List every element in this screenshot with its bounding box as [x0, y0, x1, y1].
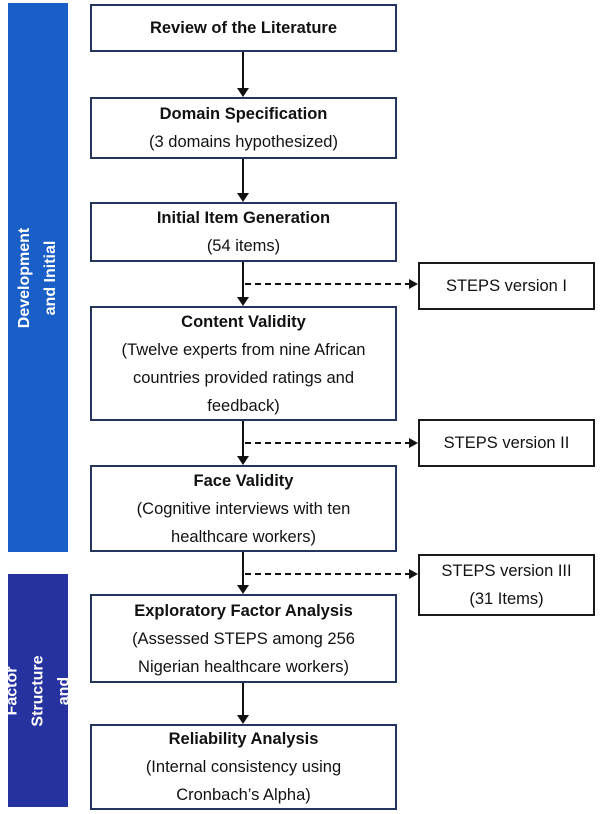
flow-box-content-validity: Content Validity (Twelve experts from ni…: [90, 306, 397, 421]
arrow-shaft: [242, 683, 244, 717]
flow-box-subtitle: (54 items): [206, 237, 281, 255]
arrowhead-right-icon: [409, 569, 418, 579]
flow-box-review-of-literature: Review of the Literature: [90, 4, 397, 52]
dashed-arrow-to-version-1: [245, 279, 418, 289]
flow-box-title: Face Validity: [193, 471, 294, 490]
dashed-arrow-to-version-2: [245, 438, 418, 448]
flow-box-exploratory-factor-analysis: Exploratory Factor Analysis (Assessed ST…: [90, 594, 397, 683]
flow-box-title: Domain Specification: [159, 105, 328, 123]
dashed-arrow-shaft: [245, 442, 411, 444]
flow-box-domain-specification: Domain Specification (3 domains hypothes…: [90, 97, 397, 159]
flow-box-title: Exploratory Factor Analysis: [134, 601, 353, 620]
flow-box-subtitle: (Cognitive interviews with ten healthcar…: [136, 499, 351, 546]
side-box-steps-version-2: STEPS version II: [418, 419, 595, 467]
flow-box-title: Reliability Analysis: [168, 730, 319, 748]
arrow-shaft: [242, 552, 244, 587]
arrow-shaft: [242, 262, 244, 299]
down-arrow-2: [237, 159, 249, 202]
flow-box-subtitle: (Internal consistency using Cronbach’s A…: [145, 758, 342, 804]
flow-box-title: Review of the Literature: [149, 19, 338, 37]
side-box-steps-version-1: STEPS version I: [418, 262, 595, 310]
side-box-label: STEPS version I: [445, 277, 568, 295]
arrowhead-down-icon: [237, 88, 249, 97]
flow-box-title: Content Validity: [181, 312, 306, 331]
flow-box-subtitle: (Assessed STEPS among 256 Nigerian healt…: [132, 629, 355, 676]
down-arrow-1: [237, 52, 249, 97]
down-arrow-5: [237, 552, 249, 594]
arrowhead-right-icon: [409, 279, 418, 289]
arrow-shaft: [242, 421, 244, 458]
down-arrow-6: [237, 683, 249, 724]
side-box-steps-version-3: STEPS version III (31 Items): [418, 554, 595, 616]
phase-bar-label: Evaluating Factor Structure and Reliabil…: [3, 652, 98, 729]
dashed-arrow-shaft: [245, 573, 411, 575]
flow-box-subtitle: (Twelve experts from nine African countr…: [121, 340, 366, 415]
arrowhead-down-icon: [237, 297, 249, 306]
arrowhead-down-icon: [237, 456, 249, 465]
side-box-label: STEPS version II: [443, 434, 570, 452]
down-arrow-4: [237, 421, 249, 465]
arrow-shaft: [242, 52, 244, 90]
phase-bar-evaluating-factor: Evaluating Factor Structure and Reliabil…: [3, 574, 98, 807]
down-arrow-3: [237, 262, 249, 306]
flow-box-subtitle: (3 domains hypothesized): [149, 133, 338, 151]
flow-box-reliability-analysis: Reliability Analysis (Internal consisten…: [90, 724, 397, 810]
arrowhead-right-icon: [409, 438, 418, 448]
dashed-arrow-to-version-3: [245, 569, 418, 579]
flow-box-title: Initial Item Generation: [156, 209, 331, 227]
arrowhead-down-icon: [237, 715, 249, 724]
arrow-shaft: [242, 159, 244, 195]
arrowhead-down-icon: [237, 193, 249, 202]
flow-box-initial-item-generation: Initial Item Generation (54 items): [90, 202, 397, 262]
side-box-label: STEPS version III (31 Items): [441, 562, 572, 608]
flow-box-face-validity: Face Validity (Cognitive interviews with…: [90, 465, 397, 552]
phase-bar-label: Item Development and Initial Validity: [0, 227, 85, 328]
arrowhead-down-icon: [237, 585, 249, 594]
dashed-arrow-shaft: [245, 283, 411, 285]
phase-bar-item-development: Item Development and Initial Validity: [0, 3, 85, 552]
